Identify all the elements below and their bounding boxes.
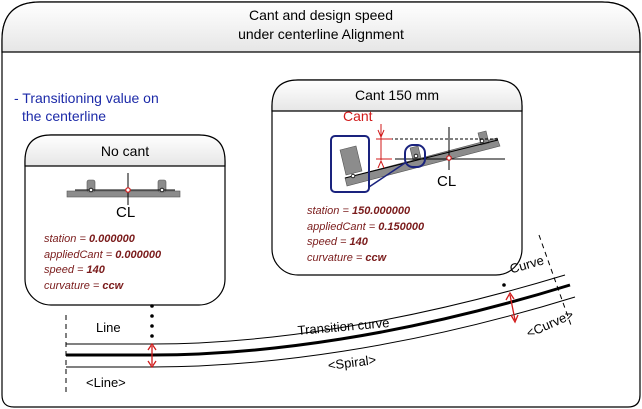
no-cant-panel-title: No cant <box>100 143 150 159</box>
cant-panel-header <box>271 79 523 112</box>
line-section-label: <Line> <box>86 375 126 390</box>
title-band <box>1 1 641 53</box>
no-cant-speed: speed = 140 <box>44 264 105 276</box>
cant-values: station = 150.000000 appliedCant = 0.150… <box>307 204 424 266</box>
cant-panel-title: Cant 150 mm <box>354 87 440 103</box>
note-line1: - Transitioning value on <box>14 90 159 106</box>
cant-track-section <box>330 124 505 193</box>
cant-curvature: curvature = ccw <box>307 251 387 264</box>
note-line2: the centerline <box>22 108 107 124</box>
no-cant-applied-cant: appliedCant = 0.000000 <box>44 248 162 261</box>
cant-station: station = 150.000000 <box>307 205 411 217</box>
cant-applied-cant: appliedCant = 0.150000 <box>307 220 425 233</box>
no-cant-panel-header <box>24 134 226 167</box>
no-cant-cl-label: CL <box>116 204 136 221</box>
cant-speed: speed = 140 <box>307 236 368 248</box>
alignment-plan <box>65 234 576 392</box>
no-cant-station: station = 0.000000 <box>44 233 135 245</box>
cant-label: Cant <box>343 108 373 124</box>
no-cant-values: station = 0.000000 appliedCant = 0.00000… <box>44 232 161 294</box>
diagram-title-line2: under centerline Alignment <box>238 26 404 42</box>
cant-cl-label: CL <box>437 173 457 190</box>
line-label: Line <box>96 320 121 335</box>
diagram-title-line1: Cant and design speed <box>249 7 393 23</box>
no-cant-track-section <box>66 173 181 205</box>
no-cant-curvature: curvature = ccw <box>44 279 124 292</box>
